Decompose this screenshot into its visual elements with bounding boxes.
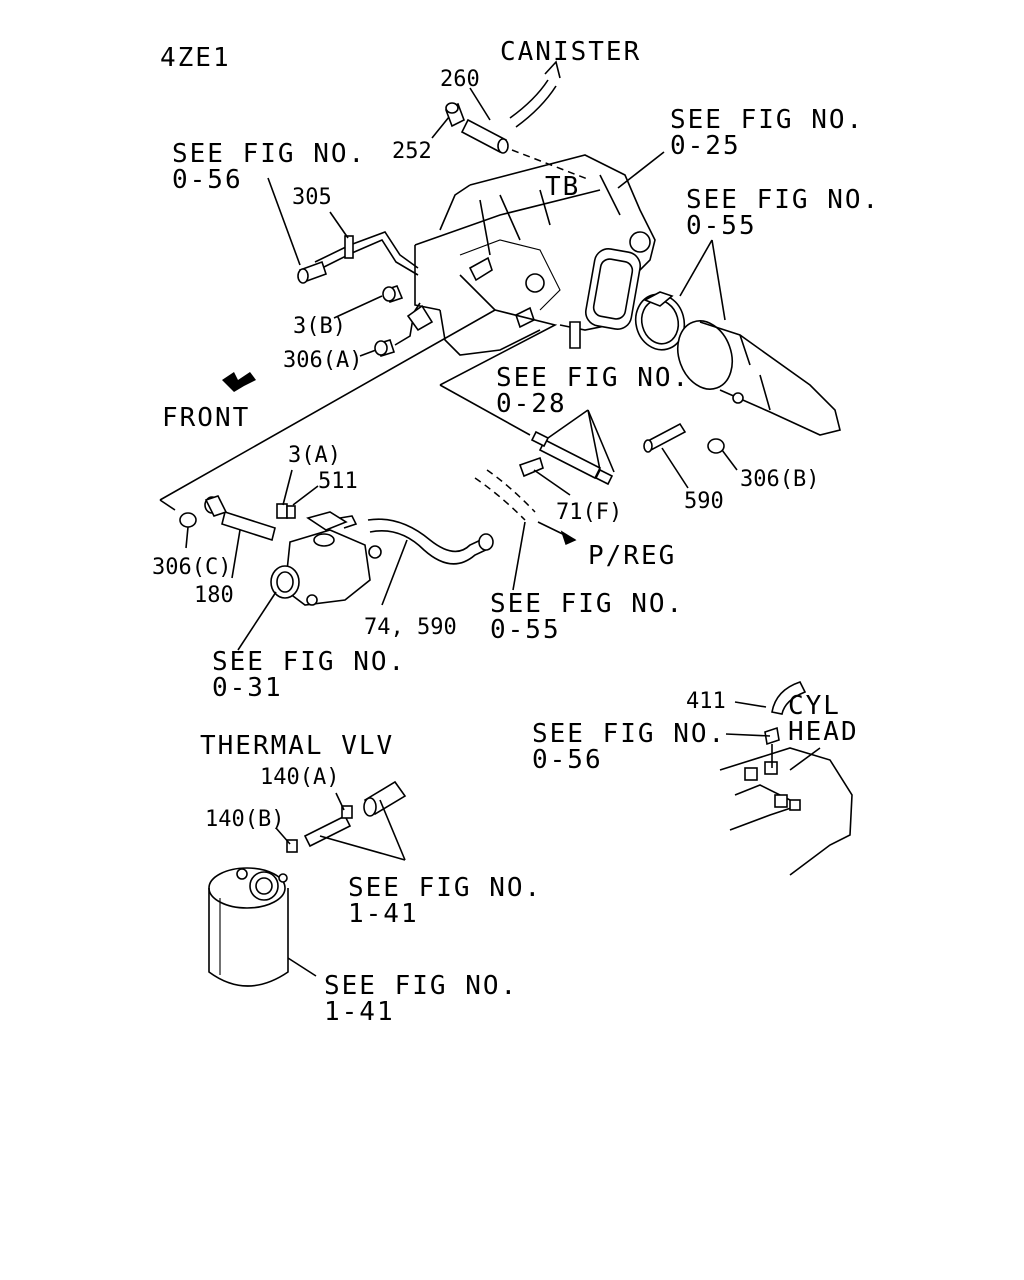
- leader-lines: [185, 87, 821, 977]
- p-reg-label: P/REG: [588, 541, 676, 571]
- bolt-0-56: [297, 260, 328, 284]
- pipe-0-28: [518, 430, 614, 486]
- model-label: 4ZE1: [160, 43, 231, 73]
- thermal-valve: [286, 780, 407, 853]
- air-duct: [634, 291, 841, 436]
- see-fig-0-55-b-line2: 0-55: [490, 615, 561, 645]
- part-3b-label: 3(B): [293, 314, 346, 339]
- canister-hose: [509, 60, 591, 181]
- cap-306b: [707, 438, 725, 454]
- pipe-590-right: [643, 422, 687, 453]
- cyl-label: CYL: [788, 691, 841, 721]
- part-511-label: 511: [318, 469, 358, 494]
- cap-306c: [179, 512, 197, 528]
- part-411-label: 411: [686, 689, 726, 714]
- part-306c-label: 306(C): [152, 555, 231, 580]
- see-fig-0-55-a-line1: SEE FIG NO.: [686, 185, 880, 215]
- front-label: FRONT: [162, 403, 250, 433]
- see-fig-1-41-b-line1: SEE FIG NO.: [324, 971, 518, 1001]
- front-arrow: [222, 372, 256, 392]
- part-306a-label: 306(A): [283, 348, 362, 373]
- see-fig-0-56-line2: 0-56: [172, 165, 243, 195]
- part-306b-label: 306(B): [740, 467, 819, 492]
- part-252-label: 252: [392, 139, 432, 164]
- part-140a-label: 140(A): [260, 765, 339, 790]
- part-305-label: 305: [292, 185, 332, 210]
- see-fig-0-25-line2: 0-25: [670, 131, 741, 161]
- see-fig-0-28-line2: 0-28: [496, 389, 567, 419]
- canister-body: [208, 867, 289, 987]
- see-fig-1-41-a-line2: 1-41: [348, 899, 419, 929]
- line-305: [314, 231, 419, 276]
- see-fig-1-41-b-line2: 1-41: [324, 997, 395, 1027]
- canister-label: CANISTER: [500, 37, 641, 67]
- hose-74-590: [367, 518, 494, 565]
- see-fig-0-31-line2: 0-31: [212, 673, 283, 703]
- part-74-590-label: 74, 590: [364, 615, 457, 640]
- see-fig-0-56-line1: SEE FIG NO.: [172, 139, 366, 169]
- hose-306a: [374, 302, 434, 357]
- thermostat-housing: [270, 511, 382, 606]
- see-fig-0-28-line1: SEE FIG NO.: [496, 363, 690, 393]
- pipe-260: [460, 118, 509, 154]
- see-fig-0-55-a-line2: 0-55: [686, 211, 757, 241]
- see-fig-0-56-b-line2: 0-56: [532, 745, 603, 775]
- part-71f-label: 71(F): [556, 500, 622, 525]
- thermal-vlv-label: THERMAL VLV: [200, 731, 394, 761]
- head-label: HEAD: [788, 717, 859, 747]
- part-590-label: 590: [684, 489, 724, 514]
- hose-p-reg: [474, 469, 577, 545]
- see-fig-0-31-line1: SEE FIG NO.: [212, 647, 406, 677]
- see-fig-1-41-a-line1: SEE FIG NO.: [348, 873, 542, 903]
- routing-lines: [159, 274, 558, 511]
- throttle-body: [414, 154, 656, 356]
- see-fig-0-25-line1: SEE FIG NO.: [670, 105, 864, 135]
- cyl-head: [719, 681, 853, 876]
- part-260-label: 260: [440, 67, 480, 92]
- cap-3b: [382, 285, 404, 303]
- cap-252: [444, 102, 466, 128]
- part-3a-label: 3(A): [288, 443, 341, 468]
- see-fig-0-55-b-line1: SEE FIG NO.: [490, 589, 684, 619]
- see-fig-0-56-b-line1: SEE FIG NO.: [532, 719, 726, 749]
- part-140b-label: 140(B): [205, 807, 284, 832]
- part-180-label: 180: [194, 583, 234, 608]
- clip-3a: [276, 503, 296, 519]
- tb-label: TB: [545, 172, 580, 202]
- hose-180: [204, 495, 276, 542]
